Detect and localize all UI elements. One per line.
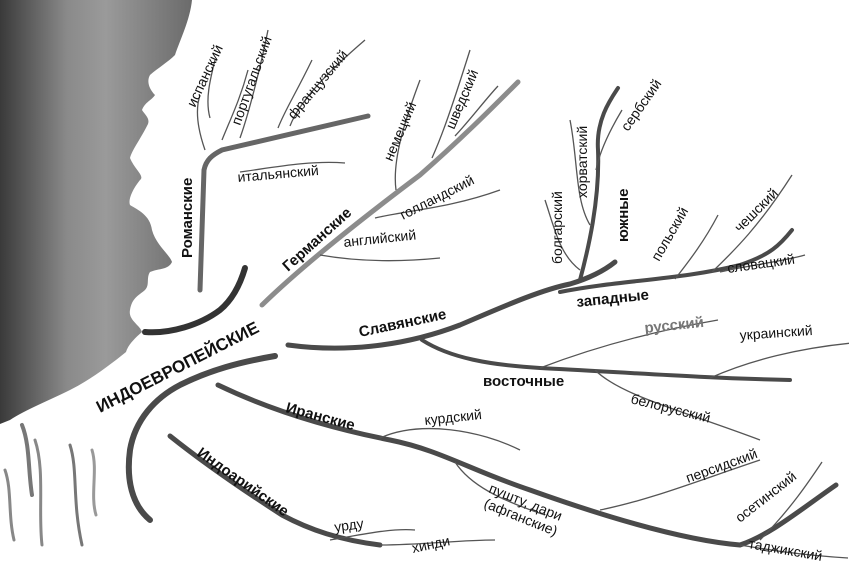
subgroup-label-south: южные bbox=[615, 189, 632, 242]
hair-stroke bbox=[68, 443, 84, 547]
language-label-highlighted: русский bbox=[644, 314, 705, 337]
trunk-branch bbox=[125, 353, 278, 523]
slavic-west-branch bbox=[558, 228, 794, 294]
language-label: хорватский bbox=[574, 126, 590, 198]
group-label-indo-aryan: Индоарийские bbox=[194, 444, 292, 520]
language-label: курдский bbox=[424, 406, 483, 428]
language-label: французский bbox=[284, 47, 351, 122]
language-label: голландский bbox=[397, 172, 477, 223]
slavic-east-branch bbox=[420, 338, 792, 382]
language-label: белорусский bbox=[629, 390, 712, 425]
language-label: польский bbox=[648, 204, 692, 263]
twig bbox=[539, 319, 849, 441]
language-label: таджикский bbox=[747, 535, 823, 564]
language-label: испанский bbox=[183, 42, 226, 109]
twig bbox=[674, 174, 806, 280]
hair-stroke bbox=[20, 423, 34, 497]
neck-contour bbox=[142, 265, 248, 336]
slavic-south-branch bbox=[578, 86, 620, 282]
indo-aryan-branch bbox=[167, 433, 383, 548]
twig bbox=[544, 109, 623, 271]
romance-branch bbox=[197, 113, 371, 293]
group-label-iranian: Иранские bbox=[284, 399, 357, 434]
slavic-branch bbox=[285, 259, 618, 351]
germanic-branch bbox=[259, 79, 521, 308]
group-label-romance: Романские bbox=[179, 178, 196, 258]
language-label: итальянский bbox=[237, 162, 319, 185]
language-label: украинский bbox=[739, 322, 813, 343]
language-label: сербский bbox=[617, 76, 664, 134]
language-label: португальский bbox=[228, 34, 275, 127]
language-label: хинди bbox=[410, 532, 451, 556]
language-label: персидский bbox=[684, 445, 760, 486]
language-label: словацкий bbox=[726, 251, 796, 276]
twig bbox=[379, 427, 849, 559]
twig bbox=[319, 49, 501, 262]
language-label: урду bbox=[333, 515, 364, 535]
language-label: немецкий bbox=[380, 99, 419, 163]
subgroup-label-west: западные bbox=[576, 286, 650, 311]
twig bbox=[329, 529, 496, 546]
iranian-branch bbox=[215, 382, 839, 548]
subgroup-label-east: восточные bbox=[483, 373, 564, 390]
hair-stroke bbox=[3, 468, 16, 542]
hair-stroke bbox=[90, 448, 98, 517]
head-silhouette bbox=[0, 0, 192, 424]
twig bbox=[196, 29, 366, 173]
language-label: английский bbox=[343, 226, 417, 250]
hair-stroke bbox=[33, 438, 44, 547]
language-label: болгарский bbox=[549, 191, 565, 264]
language-label: чешский bbox=[731, 185, 781, 235]
